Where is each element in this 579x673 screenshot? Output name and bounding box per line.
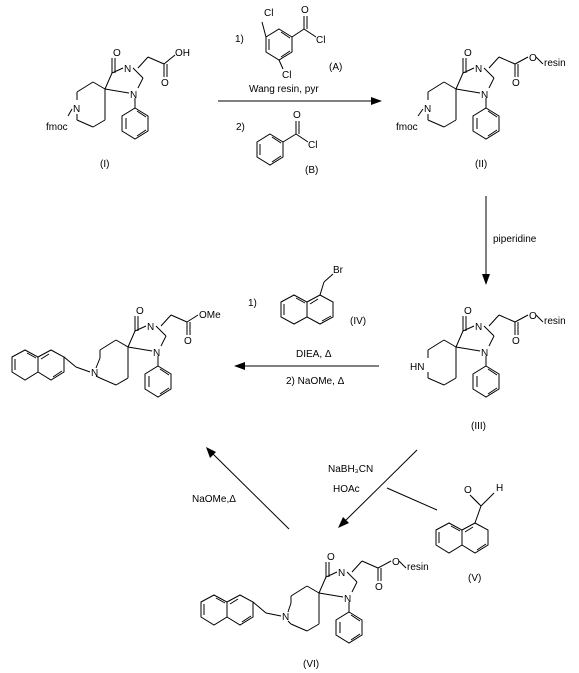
reagent-V-label: (V) [468,573,481,584]
atom-O-III-link: O [529,311,537,322]
atom-OH: OH [175,48,190,59]
atom-O-carbonyl: O [113,48,121,59]
reagent-V: O H (V) [435,483,503,584]
atom-HN-III: HN [410,362,424,373]
reagent-IV: 1) Br (IV) [248,265,366,327]
atom-N-III-anilino: N [481,348,488,359]
atom-Cl-B: Cl [308,140,317,151]
product-methyl-ester: O N N N O OMe [11,306,221,398]
atom-O-VI-carbonyl: O [327,552,335,563]
atom-O-A: O [301,5,309,16]
atom-N-VI-amide: N [338,568,345,579]
atom-N-II-piperidine: N [424,104,431,115]
compound-VI: O N N N O O resin (VI) [200,552,429,670]
arrow-VI-to-product: NaOMe,Δ [192,447,290,530]
atom-O-II-link: O [529,53,537,64]
compound-II-label: (II) [475,159,487,170]
atom-N-product-amide: N [147,322,154,333]
reagent-B: 2) O Cl (B) [236,110,318,176]
condition-naome-final: NaOMe,Δ [192,494,236,505]
arrow-III-to-product: DIEA, Δ 2) NaOMe, Δ [234,349,379,387]
step2-number: 2) [236,122,245,133]
atom-O-III-ester: O [512,336,520,347]
resin-label-II: resin [544,58,566,69]
compound-I: O N N N fmoc O OH (I) [46,48,190,170]
condition-naome-step2: 2) NaOMe, Δ [286,376,345,387]
atom-OMe: OMe [199,310,221,321]
fmoc-label: fmoc [46,122,68,133]
atom-N-product-anilino: N [153,348,160,359]
reagent-A: Cl Cl O Cl (A) 1) [235,5,342,81]
reagent-IV-label: (IV) [350,316,366,327]
resin-label-VI: resin [407,562,429,573]
condition-wang-resin: Wang resin, pyr [249,84,319,95]
atom-Cl-A2: Cl [282,70,291,81]
atom-O-product-ester: O [184,336,192,347]
atom-N-anilino: N [130,90,137,101]
atom-Cl-A3: Cl [316,35,325,46]
atom-N-product-piperidine: N [91,368,98,379]
compound-I-label: (I) [100,159,109,170]
atom-N-piperidine: N [73,104,80,115]
condition-piperidine: piperidine [493,234,537,245]
atom-Br: Br [333,265,344,276]
atom-O-B: O [293,110,301,121]
condition-diea: DIEA, Δ [296,349,332,360]
condition-nabh3cn: NaBH₃CN [328,464,373,475]
atom-O-VI-link: O [392,557,400,568]
resin-label-III: resin [544,316,566,327]
arrow-II-to-III: piperidine [482,196,537,285]
atom-N-VI-piperidine: N [282,612,289,623]
atom-N-VI-anilino: N [344,594,351,605]
compound-VI-label: (VI) [303,659,319,670]
compound-III: O N N HN O O resin (III) [410,306,566,432]
arrow-I-to-II: Wang resin, pyr [218,84,382,105]
atom-N-III-amide: N [475,322,482,333]
alkylation-step1-number: 1) [248,298,257,309]
compound-II: O N N N fmoc O O resin (II) [396,48,566,170]
step1-number: 1) [235,34,244,45]
condition-hoac: HOAc [333,484,360,495]
atom-O-II-ester: O [512,78,520,89]
atom-O-II-carbonyl: O [464,48,472,59]
atom-H-V: H [496,483,503,494]
atom-O-product-carbonyl: O [136,306,144,317]
atom-O-VI-ester: O [375,582,383,593]
reagent-A-label: (A) [329,62,342,73]
atom-Cl-A1: Cl [264,8,273,19]
reagent-B-label: (B) [305,165,318,176]
fmoc-label-II: fmoc [396,122,418,133]
atom-N-amide: N [124,64,131,75]
atom-O-acid: O [161,78,169,89]
arrow-III-to-VI: NaBH₃CN HOAc [328,449,438,528]
atom-O-V: O [464,485,472,496]
atom-O-III-carbonyl: O [464,306,472,317]
atom-N-II-anilino: N [481,90,488,101]
compound-III-label: (III) [471,421,486,432]
atom-N-II-amide: N [475,64,482,75]
